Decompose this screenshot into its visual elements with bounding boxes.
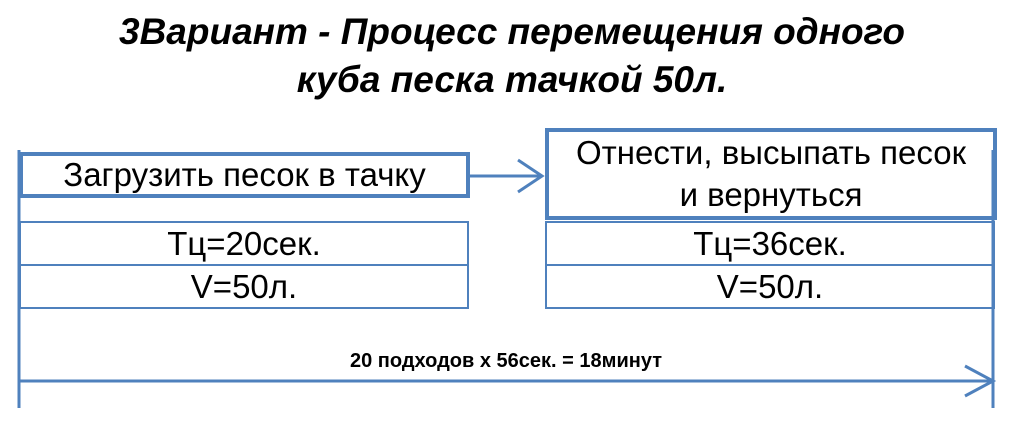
step2-label-box: Отнести, высыпать песок и вернуться xyxy=(545,128,997,220)
step2-volume-box: V=50л. xyxy=(545,264,995,309)
total-arrow-head xyxy=(964,364,997,398)
step1-time: Тц=20сек. xyxy=(167,224,321,262)
step1-label: Загрузить песок в тачку xyxy=(63,156,426,193)
step1-volume: V=50л. xyxy=(190,267,298,305)
step2-time-box: Тц=36сек. xyxy=(545,221,995,266)
step1-label-box: Загрузить песок в тачку xyxy=(19,152,470,198)
diagram-title: 3Вариант - Процесс перемещения одного ку… xyxy=(0,8,1024,104)
step-arrow-head xyxy=(517,158,545,194)
step1-volume-box: V=50л. xyxy=(19,264,469,309)
step1-time-box: Тц=20сек. xyxy=(19,221,469,266)
title-line-2: куба песка тачкой 50л. xyxy=(296,59,728,100)
step2-volume: V=50л. xyxy=(716,267,824,305)
step2-time: Тц=36сек. xyxy=(693,224,847,262)
step2-label-line-2: и вернуться xyxy=(679,176,863,213)
total-summary: 20 подходов х 56сек. = 18минут xyxy=(350,350,662,372)
title-line-1: 3Вариант - Процесс перемещения одного xyxy=(119,11,905,52)
step2-label-line-1: Отнести, высыпать песок xyxy=(575,134,967,171)
